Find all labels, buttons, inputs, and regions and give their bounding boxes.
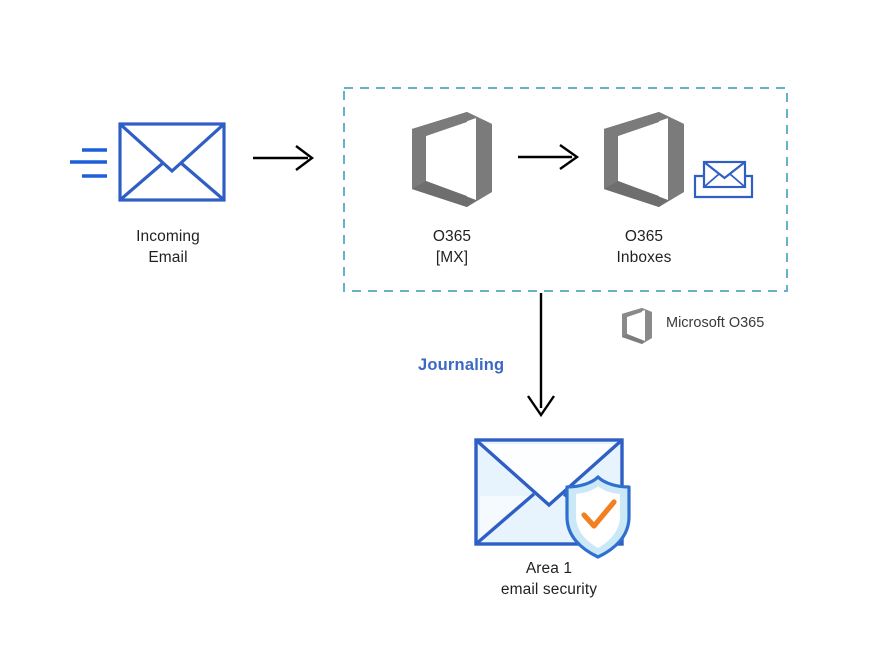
office-365-icon-inboxes [604,112,684,207]
node-area1-email-security[interactable] [470,434,638,566]
arrow-mx-to-inboxes [518,144,580,170]
node-o365-mx[interactable] [400,106,504,278]
arrow-incoming-to-mx [253,145,314,171]
incoming-email-label: Incoming Email [136,228,200,266]
o365-inboxes-label: O365 Inboxes [616,228,672,266]
legend-item-microsoft-o365-label: Microsoft O365 [666,315,765,331]
node-o365-inboxes[interactable] [592,106,696,278]
o365-mx-label: O365 [MX] [432,228,472,266]
legend-office-365-icon [622,308,652,344]
node-inbox-tray-badge[interactable] [692,158,756,202]
area1-email-security-label: Area 1 email security [500,560,598,598]
node-incoming-email[interactable] [66,118,232,278]
secure-envelope-shield-icon [474,438,631,559]
envelope-icon [118,122,226,202]
inbox-tray-icon [693,160,754,199]
microsoft-o365-boundary [343,87,788,292]
journaling-edge-label: Journaling [418,356,505,374]
office-365-icon-mx [412,112,492,207]
speed-lines-icon [70,148,107,178]
arrow-journaling-down [527,293,555,418]
legend-item-microsoft-o365[interactable] [618,304,778,348]
